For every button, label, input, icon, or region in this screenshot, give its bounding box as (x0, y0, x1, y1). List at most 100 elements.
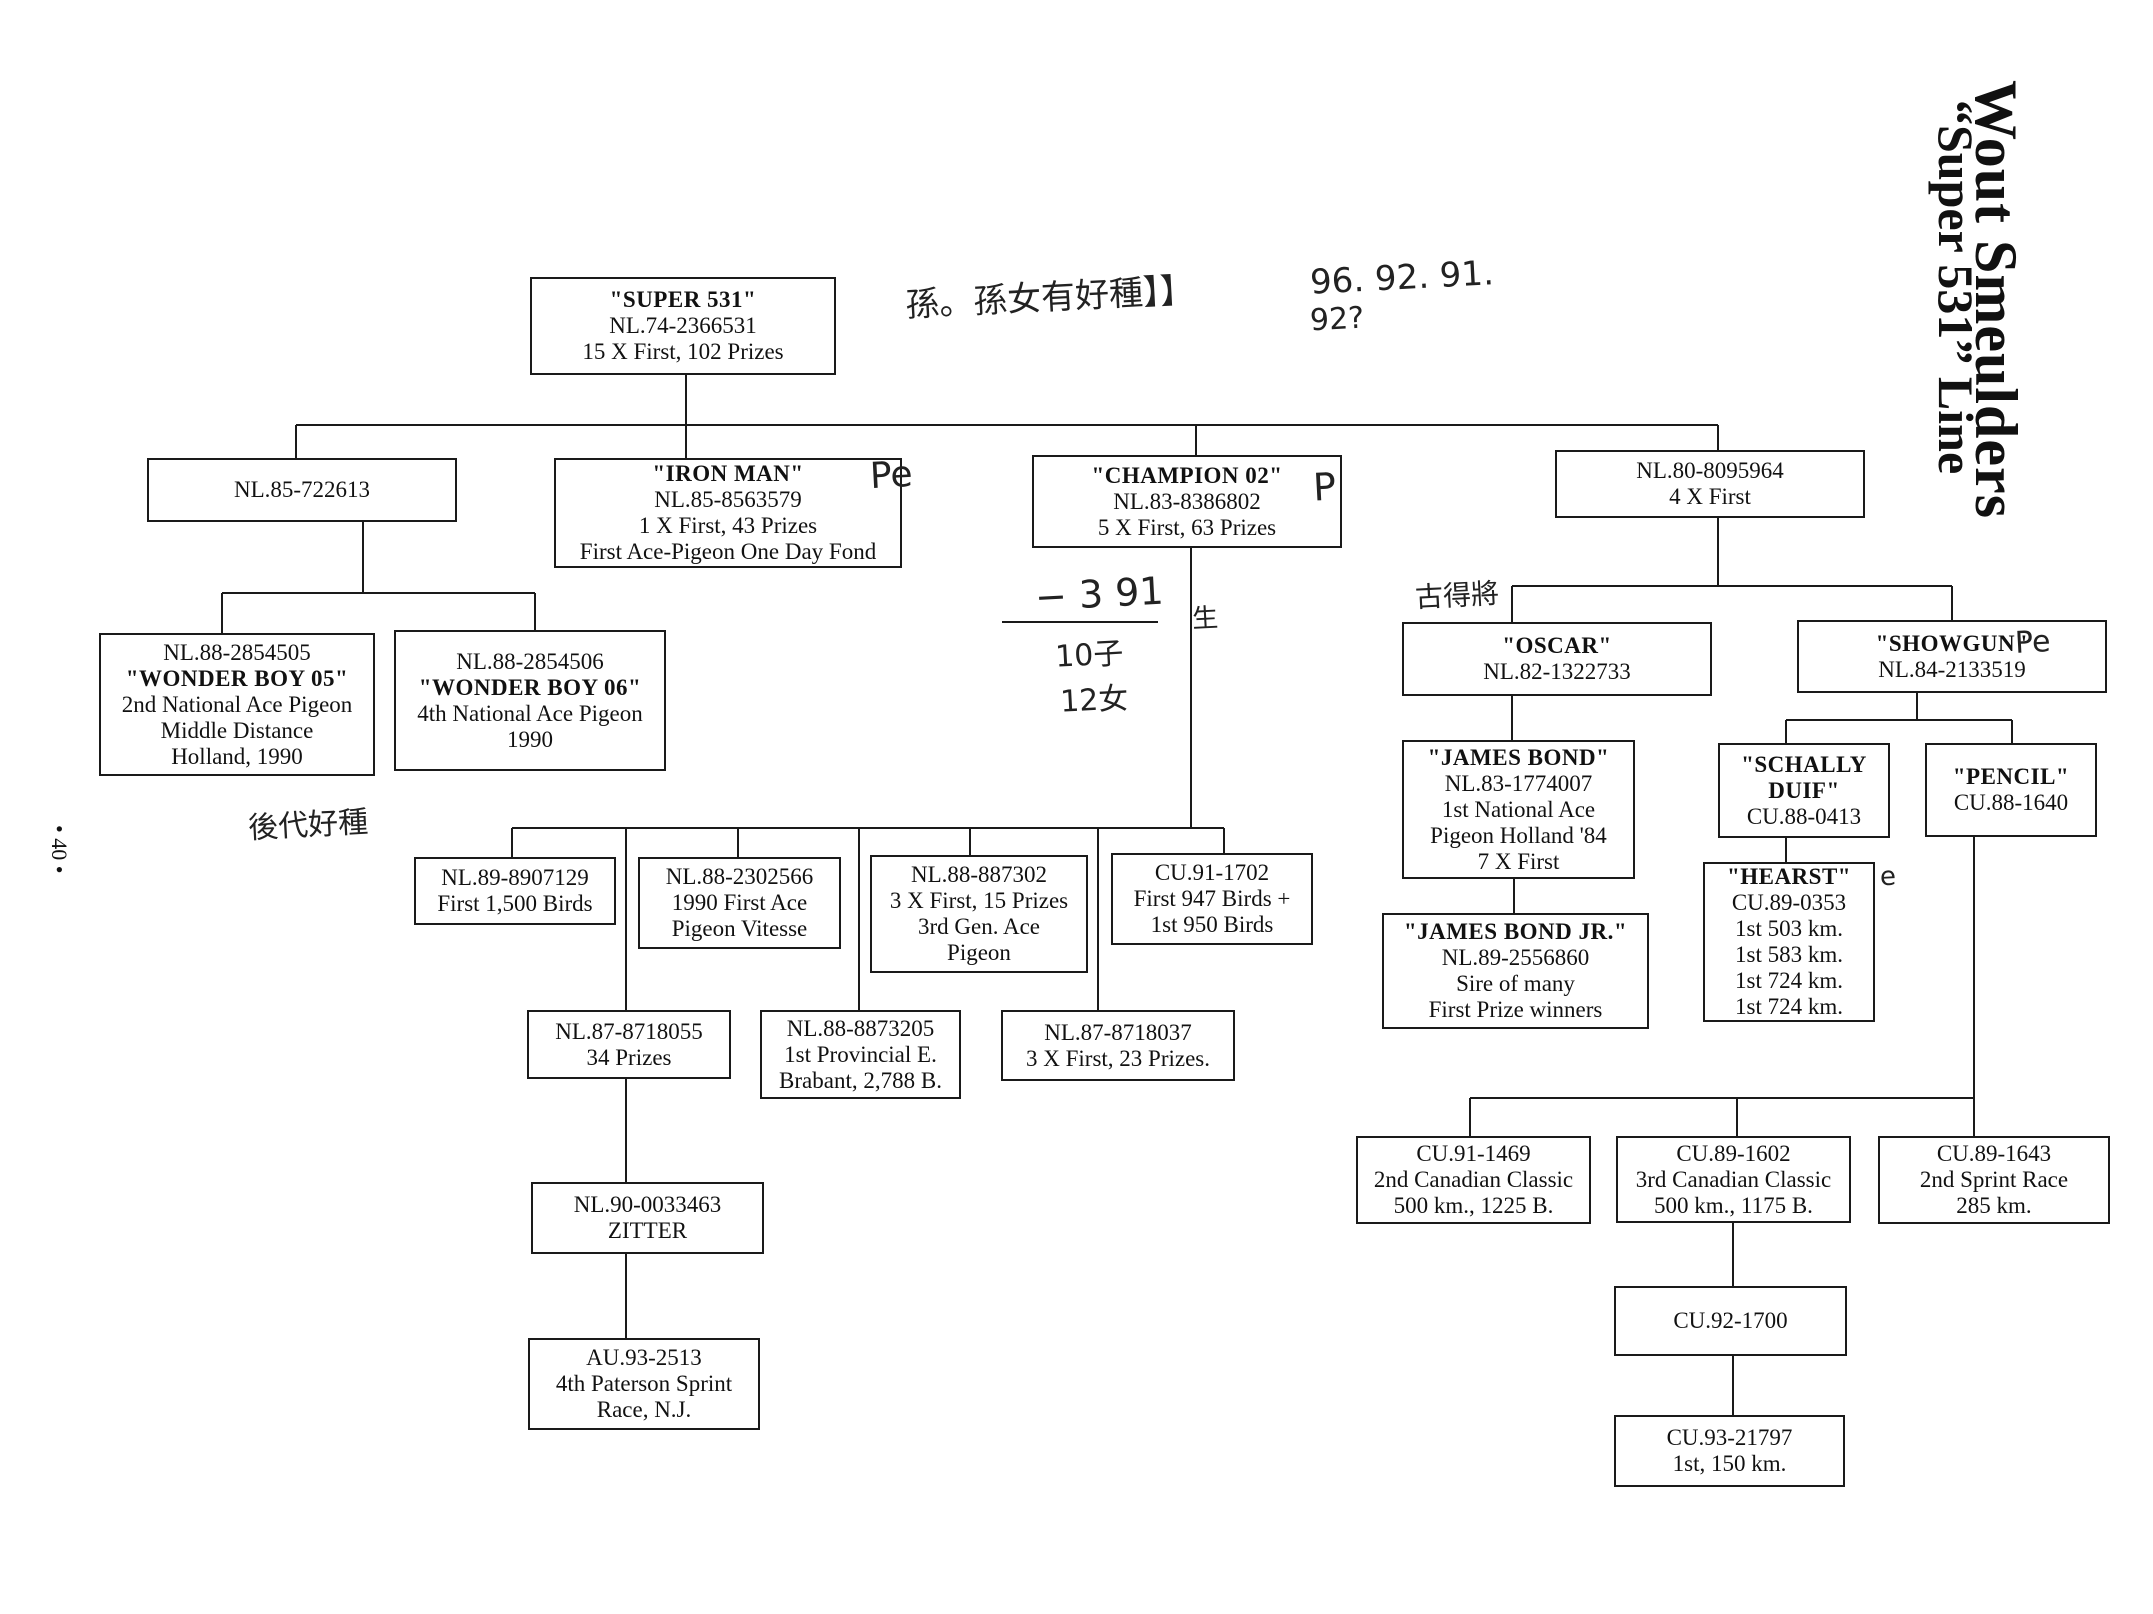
node-name: "SUPER 531" (609, 287, 757, 312)
node-line: 4th Paterson Sprint (555, 1371, 733, 1396)
handwritten-champion-note-2: 10子 (1054, 636, 1125, 675)
node-name: "HEARST" (1726, 864, 1852, 889)
node-line: ZITTER (607, 1218, 688, 1243)
node-line: NL.88-2302566 (665, 864, 814, 889)
node-line: CU.88-1640 (1953, 790, 2069, 815)
node-line: First 947 Birds + (1133, 886, 1291, 911)
node-schally-duif: "SCHALLY DUIF"CU.88-0413 (1718, 743, 1890, 838)
node-line: 7 X First (1477, 848, 1560, 874)
node-line: NL.88-887302 (910, 862, 1048, 887)
node-line: 1st 503 km. (1735, 916, 1843, 941)
node-name: "JAMES BOND" (1427, 744, 1610, 770)
node-line: 4th National Ace Pigeon (417, 700, 643, 726)
node-nl85-722613: NL.85-722613 (147, 458, 457, 522)
node-name: "PENCIL" (1952, 764, 2070, 789)
node-line: CU.89-1643 (1936, 1141, 2052, 1166)
handwritten-iron-man-mark: Pe (868, 453, 914, 498)
node-line: 34 Prizes (586, 1044, 672, 1070)
node-line: NL.83-1774007 (1444, 770, 1593, 796)
node-line: 500 km., 1175 B. (1654, 1192, 1813, 1218)
handwritten-hearst-mark: e (1879, 861, 1897, 893)
node-band-number: NL.88-2854506 (456, 648, 604, 674)
page-subtitle: “Super 531” Line (1928, 100, 1984, 475)
node-line: Race, N.J. (596, 1397, 692, 1422)
node-name: "SHOWGUN" (1875, 630, 2029, 656)
node-wonder-boy-06: NL.88-2854506"WONDER BOY 06"4th National… (394, 630, 666, 771)
node-line: 1st 583 km. (1735, 942, 1843, 967)
node-line: NL.84-2133519 (1878, 656, 2026, 682)
node-line: NL.82-1322733 (1483, 659, 1631, 684)
handwritten-question: 92? (1309, 300, 1365, 339)
node-line: CU.91-1702 (1154, 860, 1270, 885)
node-line: 1st, 150 km. (1672, 1451, 1787, 1476)
node-line: 4 X First (1669, 484, 1751, 509)
node-name: "CHAMPION 02" (1091, 462, 1283, 488)
node-line: Middle Distance (160, 717, 314, 743)
handwritten-champion-mark: P (1311, 464, 1338, 510)
node-line: Brabant, 2,788 B. (779, 1067, 942, 1093)
node-line: First Prize winners (1428, 997, 1603, 1022)
node-name: "WONDER BOY 05" (125, 665, 349, 691)
node-line: CU.91-1469 (1416, 1141, 1531, 1166)
node-line: 3rd Canadian Classic (1635, 1166, 1832, 1192)
handwritten-wonder-boy-note: 後代好種 (247, 804, 370, 847)
node-line: 3rd Gen. Ace (918, 914, 1040, 939)
node-line: NL.87-8718055 (555, 1018, 703, 1044)
node-line: NL.87-8718037 (1044, 1019, 1192, 1045)
node-line: 1 X First, 43 Prizes (638, 513, 818, 538)
handwritten-champion-note-1: − 3 91 (1033, 568, 1165, 620)
node-line: Sire of many (1456, 971, 1575, 996)
node-line: CU.92-1700 (1673, 1308, 1788, 1333)
node-pencil: "PENCIL"CU.88-1640 (1925, 743, 2097, 837)
node-line: NL.74-2366531 (609, 313, 757, 338)
node-showgun: "SHOWGUN"NL.84-2133519 (1797, 620, 2107, 693)
node-wonder-boy-05: NL.88-2854505"WONDER BOY 05"2nd National… (99, 633, 375, 776)
node-line: 1st National Ace (1441, 796, 1596, 822)
node-line: CU.89-1602 (1676, 1140, 1791, 1166)
node-line: 2nd Canadian Classic (1373, 1167, 1574, 1192)
node-line: 1st Provincial E. (784, 1041, 937, 1067)
node-line: Pigeon Holland '84 (1430, 822, 1607, 848)
node-line: 2nd National Ace Pigeon (121, 691, 353, 717)
node-line: CU.88-0413 (1746, 803, 1862, 829)
node-name: "WONDER BOY 06" (418, 674, 642, 700)
handwritten-champion-note-3: 12女 (1059, 681, 1130, 720)
node-line: CU.89-0353 (1731, 890, 1847, 915)
node-line: NL.89-8907129 (441, 865, 589, 890)
handwritten-showgun-mark: Pe (2014, 624, 2052, 661)
node-line: NL.85-722613 (233, 477, 371, 502)
node-line: 1st 950 Birds (1150, 912, 1274, 937)
node-line: Pigeon Vitesse (671, 916, 808, 941)
node-line: NL.90-0033463 (573, 1192, 722, 1217)
node-line: 1990 (507, 726, 553, 752)
node-name: "JAMES BOND JR." (1403, 919, 1628, 944)
node-line: 1st 724 km. (1735, 968, 1843, 993)
node-line: Pigeon (947, 940, 1011, 965)
node-name: "OSCAR" (1502, 633, 1612, 658)
node-line: 3 X First, 23 Prizes. (1026, 1045, 1210, 1071)
node-line: First 1,500 Birds (437, 891, 593, 916)
node-line: 3 X First, 15 Prizes (889, 888, 1069, 913)
node-line: NL.89-2556860 (1441, 945, 1590, 970)
node-line: AU.93-2513 (586, 1345, 702, 1370)
handwritten-champion-note-4: 生 (1191, 603, 1219, 635)
node-oscar: "OSCAR"NL.82-1322733 (1402, 622, 1712, 696)
node-line: 2nd Sprint Race (1919, 1167, 2069, 1192)
node-name: "SCHALLY DUIF" (1741, 751, 1867, 803)
